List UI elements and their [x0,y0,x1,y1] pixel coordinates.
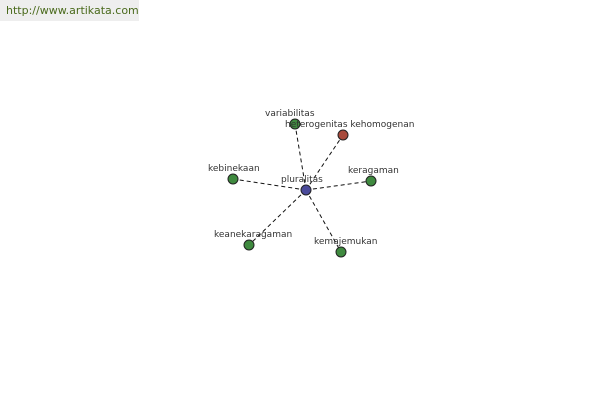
graph-nodes [227,118,377,258]
node-kemajemukan[interactable] [335,246,347,258]
edge-pluralitas-keragaman [305,180,372,191]
node-label-heterogenitas-kehomogenan[interactable]: heterogenitas kehomogenan [285,120,414,130]
node-label-pluralitas[interactable]: pluralitas [281,175,323,185]
edge-pluralitas-kebinekaan [232,178,307,191]
node-pluralitas[interactable] [300,184,312,196]
site-banner: http://www.artikata.com [0,0,139,21]
site-url-link[interactable]: http://www.artikata.com [6,4,139,17]
node-heterogenitas-kehomogenan[interactable] [337,129,349,141]
edge-pluralitas-keanekaragaman [248,189,307,246]
graph-edges [232,123,372,253]
node-keragaman[interactable] [365,175,377,187]
node-label-kemajemukan[interactable]: kemajemukan [314,237,378,247]
node-keanekaragaman[interactable] [243,239,255,251]
node-label-kebinekaan[interactable]: kebinekaan [208,164,260,174]
node-label-keanekaragaman[interactable]: keanekaragaman [214,230,292,240]
node-variabilitas[interactable] [289,118,301,130]
node-label-keragaman[interactable]: keragaman [348,166,399,176]
node-kebinekaan[interactable] [227,173,239,185]
node-label-variabilitas[interactable]: variabilitas [265,109,315,119]
edge-pluralitas-kemajemukan [305,189,342,253]
